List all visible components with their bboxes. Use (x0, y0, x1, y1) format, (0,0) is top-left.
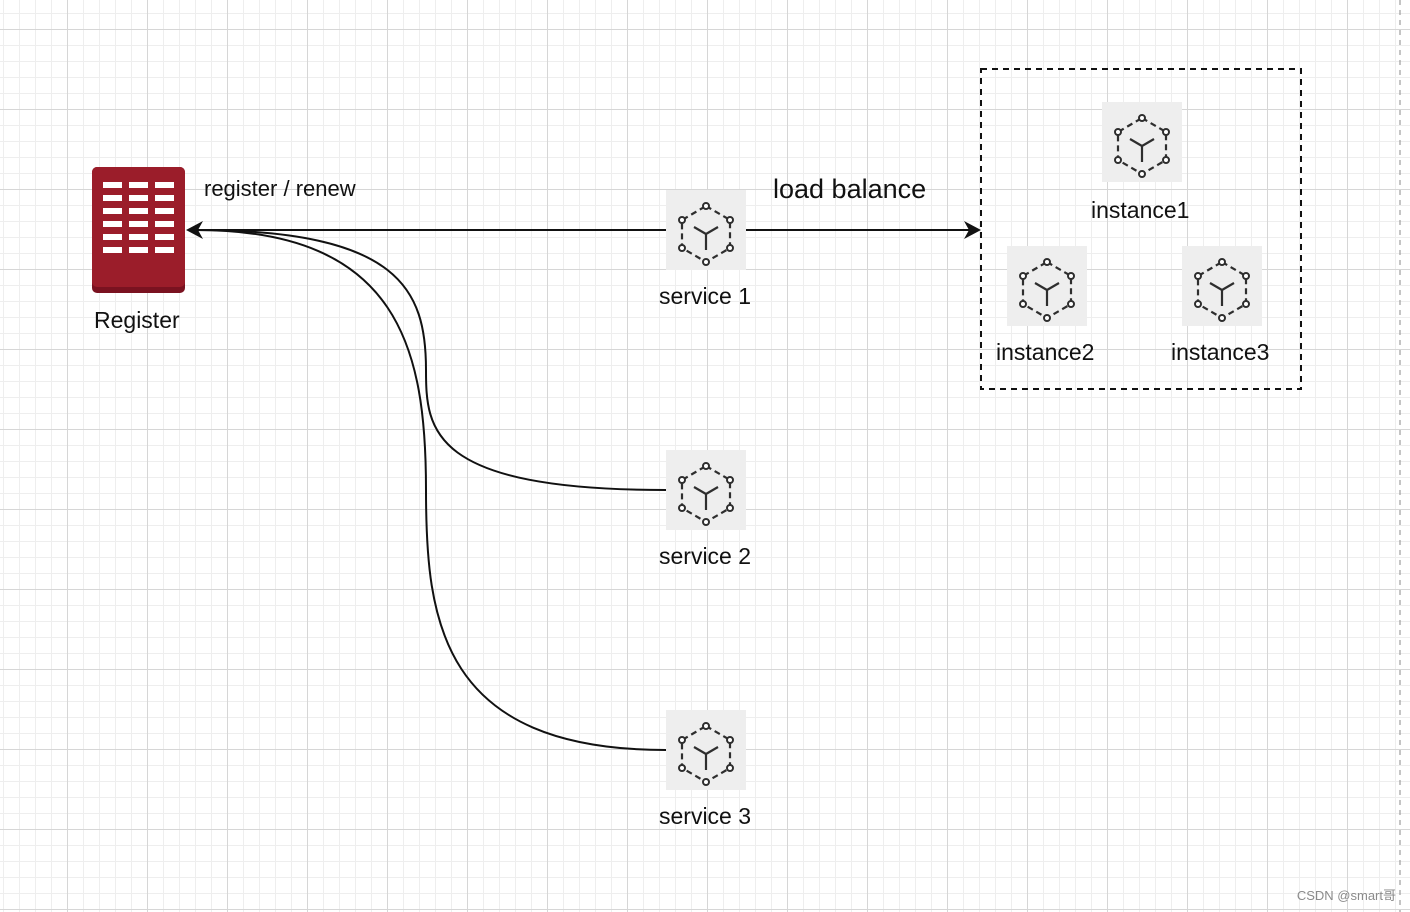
instance-1-cube-icon[interactable] (1100, 100, 1184, 184)
service-2-label: service 2 (659, 543, 752, 569)
instance-1-label: instance1 (1091, 197, 1190, 223)
register-label: Register (94, 307, 180, 333)
register-node[interactable] (92, 167, 185, 293)
service-3-label: service 3 (659, 803, 752, 829)
edge-load-balance-label: load balance (773, 174, 927, 204)
instance-group-box[interactable] (980, 68, 1302, 390)
service-2-cube-icon[interactable] (664, 448, 748, 532)
instance-3-label: instance3 (1171, 339, 1270, 365)
edge-register-label: register / renew (204, 176, 356, 201)
arrowhead-instances (964, 221, 981, 239)
service-3-cube-icon[interactable] (664, 708, 748, 792)
edge-service2-register[interactable] (195, 229, 667, 491)
service-1-cube-icon[interactable] (664, 188, 748, 272)
service-1-label: service 1 (659, 283, 752, 309)
instance-3-cube-icon[interactable] (1180, 244, 1264, 328)
watermark: CSDN @smart哥 (1296, 888, 1396, 903)
edge-service3-register[interactable] (195, 229, 667, 751)
arrowhead-register (186, 221, 203, 239)
database-table-icon (92, 167, 185, 293)
instance-2-cube-icon[interactable] (1005, 244, 1089, 328)
instance-2-label: instance2 (996, 339, 1095, 365)
